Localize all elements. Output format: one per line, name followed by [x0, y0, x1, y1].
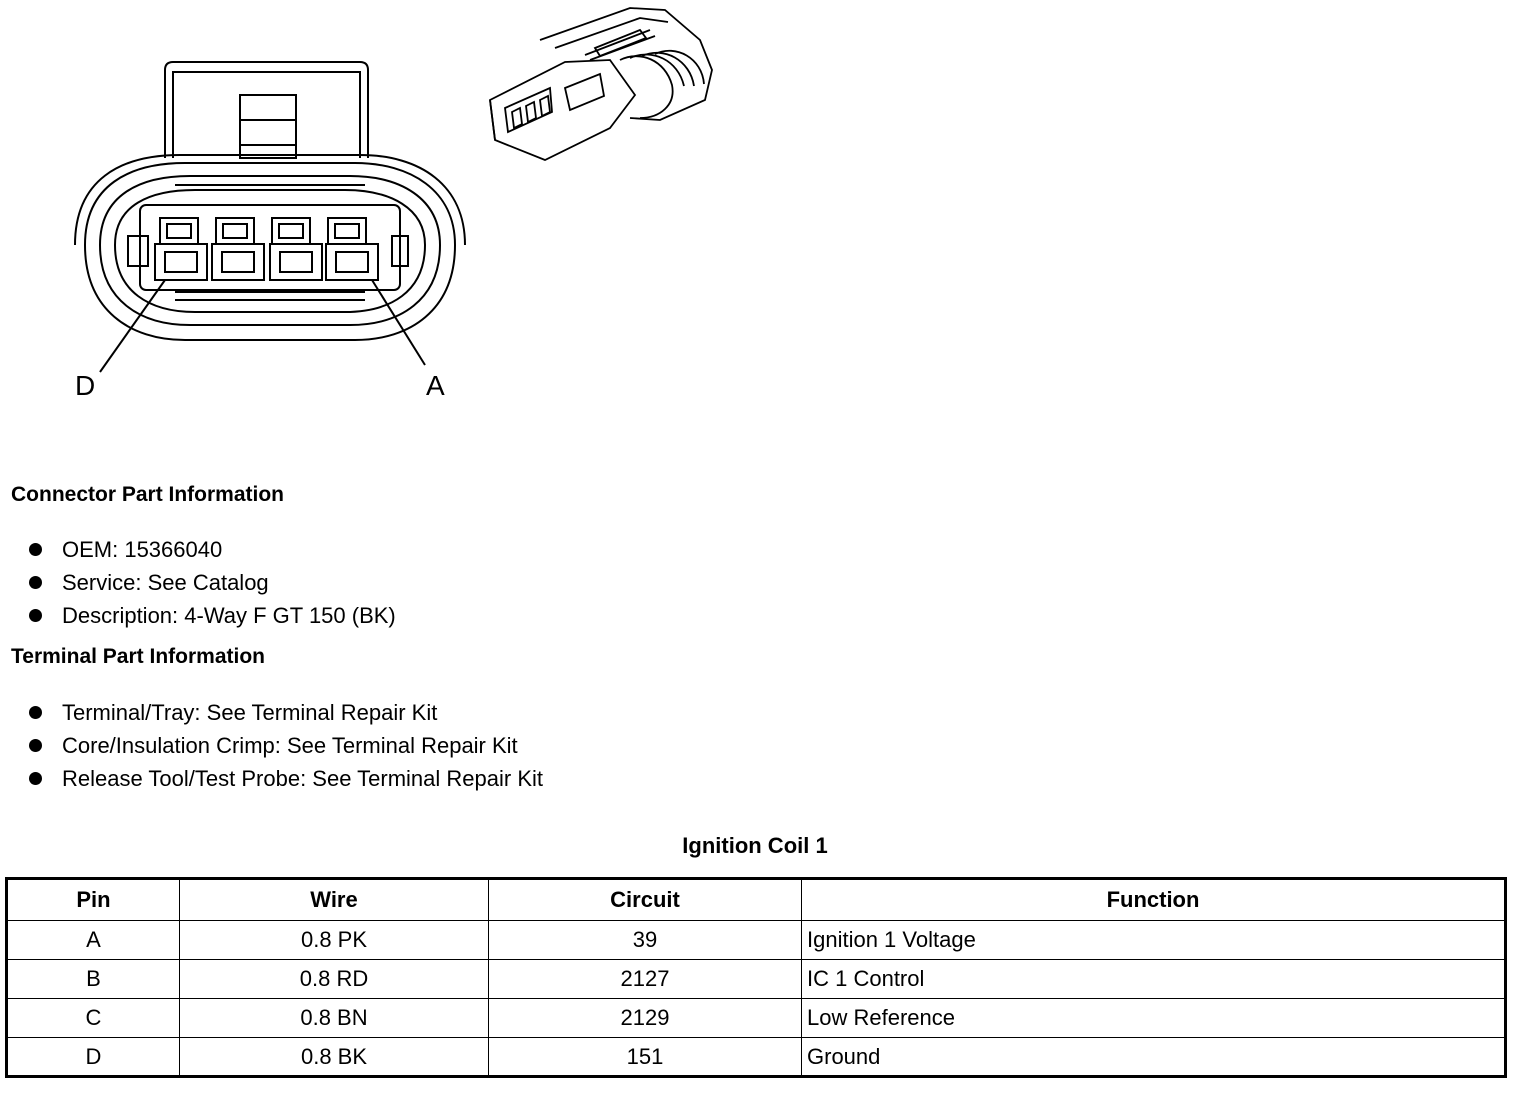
- connector-part-list: OEM: 15366040 Service: See Catalog Descr…: [28, 533, 396, 632]
- list-item: OEM: 15366040: [28, 533, 396, 566]
- table-header-row: Pin Wire Circuit Function: [6, 878, 1506, 921]
- table-row: A 0.8 PK 39 Ignition 1 Voltage: [6, 920, 1506, 960]
- connector-front-view: [74, 61, 466, 373]
- function-cell: IC 1 Control: [801, 959, 1506, 999]
- function-cell: Low Reference: [801, 998, 1506, 1038]
- connector-part-heading: Connector Part Information: [11, 483, 285, 506]
- pin-cell: D: [6, 1037, 180, 1077]
- pin-label-d: D: [75, 370, 96, 401]
- column-header-wire: Wire: [179, 878, 489, 921]
- table-row: D 0.8 BK 151 Ground: [6, 1037, 1506, 1077]
- circuit-cell: 151: [488, 1037, 802, 1077]
- table-title: Ignition Coil 1: [682, 833, 828, 858]
- wire-cell: 0.8 BK: [179, 1037, 489, 1077]
- column-header-pin: Pin: [6, 878, 180, 921]
- terminal-part-heading: Terminal Part Information: [11, 645, 265, 668]
- pin-a-leader-line: [371, 279, 426, 366]
- pin-cell: B: [6, 959, 180, 999]
- column-header-circuit: Circuit: [488, 878, 802, 921]
- pinout-table: Pin Wire Circuit Function A 0.8 PK 39 Ig…: [5, 877, 1507, 1078]
- pin-d-leader-line: [99, 279, 166, 373]
- pin-cell: A: [6, 920, 180, 960]
- circuit-cell: 39: [488, 920, 802, 960]
- wire-cell: 0.8 RD: [179, 959, 489, 999]
- connector-face-drawing: [74, 7, 713, 373]
- list-item: Service: See Catalog: [28, 566, 396, 599]
- list-item: Core/Insulation Crimp: See Terminal Repa…: [28, 729, 543, 762]
- pin-cell: C: [6, 998, 180, 1038]
- function-cell: Ground: [801, 1037, 1506, 1077]
- wire-cell: 0.8 PK: [179, 920, 489, 960]
- list-item: Description: 4-Way F GT 150 (BK): [28, 599, 396, 632]
- function-cell: Ignition 1 Voltage: [801, 920, 1506, 960]
- table-row: C 0.8 BN 2129 Low Reference: [6, 998, 1506, 1038]
- list-item: Release Tool/Test Probe: See Terminal Re…: [28, 762, 543, 795]
- column-header-function: Function: [801, 878, 1506, 921]
- connector-diagram: D A: [0, 0, 760, 420]
- table-row: B 0.8 RD 2127 IC 1 Control: [6, 959, 1506, 999]
- circuit-cell: 2127: [488, 959, 802, 999]
- connector-isometric-view: [489, 7, 713, 161]
- circuit-cell: 2129: [488, 998, 802, 1038]
- wire-cell: 0.8 BN: [179, 998, 489, 1038]
- terminal-part-list: Terminal/Tray: See Terminal Repair Kit C…: [28, 696, 543, 795]
- list-item: Terminal/Tray: See Terminal Repair Kit: [28, 696, 543, 729]
- terminal-cavities: [154, 217, 379, 281]
- pin-label-a: A: [426, 370, 445, 401]
